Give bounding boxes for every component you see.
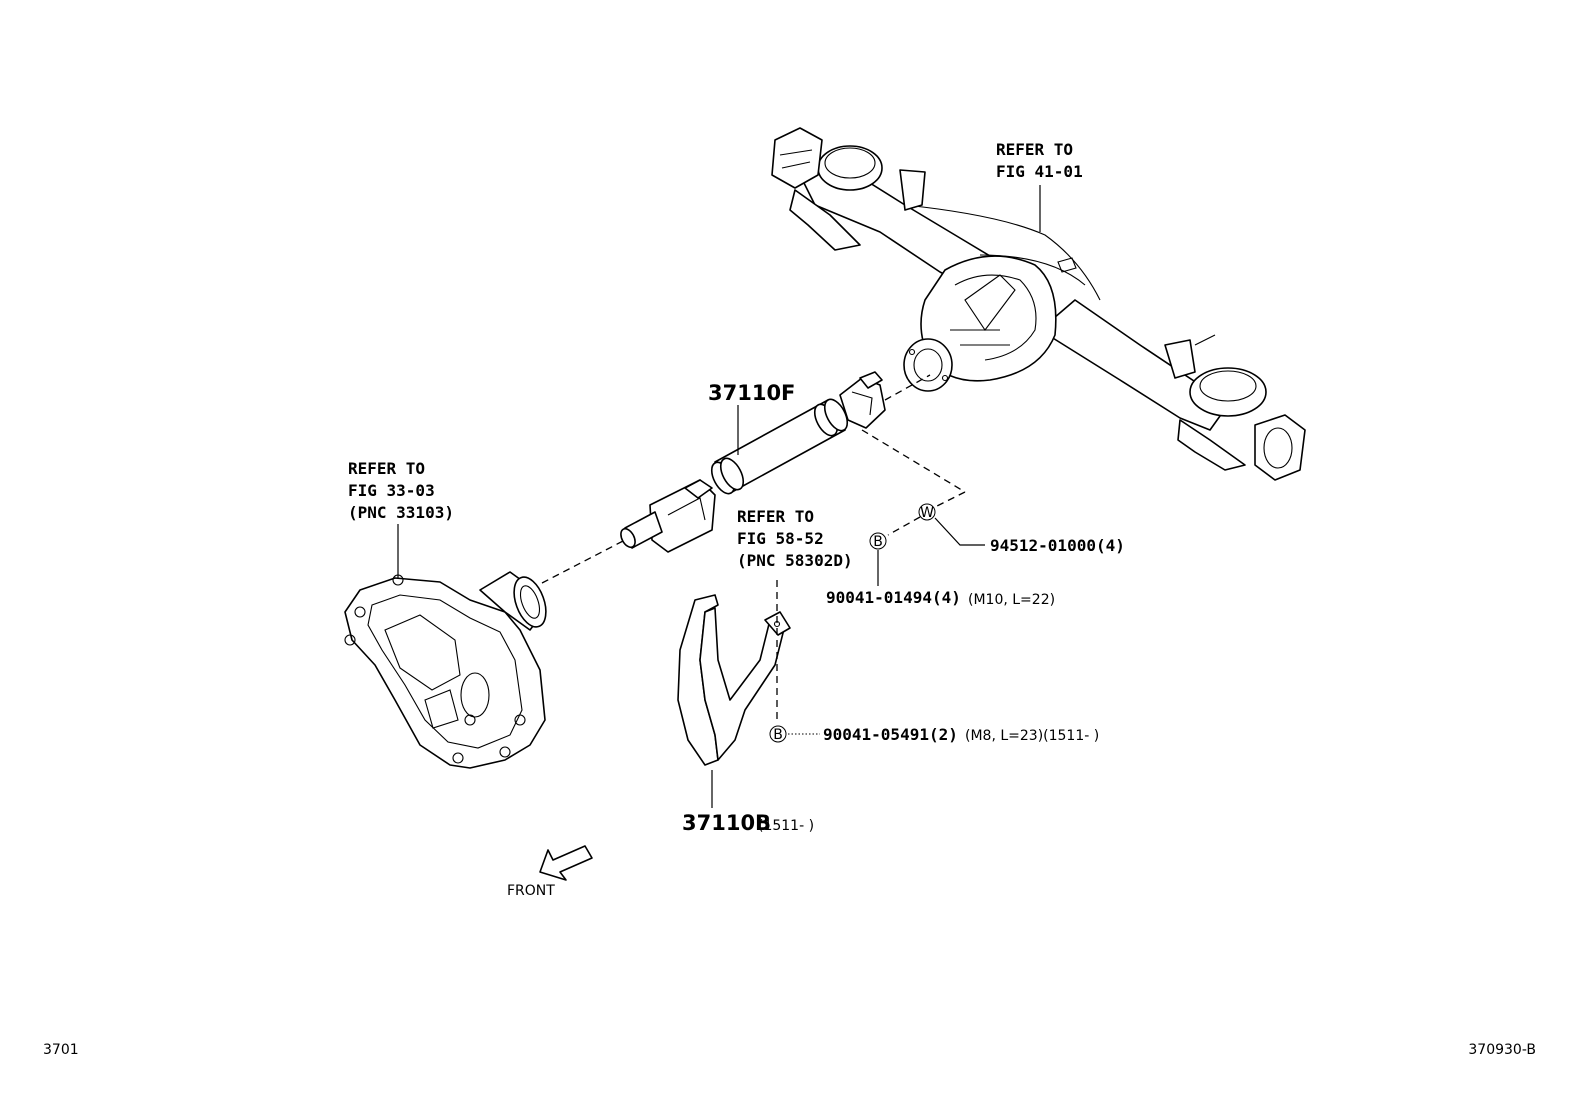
transfer-case [344, 571, 547, 769]
washer-marker: W [918, 503, 936, 521]
propeller-shaft-number: 37110F [708, 381, 795, 405]
refer-protector-line3: (PNC 58302D) [737, 551, 853, 570]
washer-marker-letter: W [920, 505, 934, 521]
bolt-lower-marker-letter: B [773, 727, 783, 743]
propeller-shaft [620, 371, 886, 553]
washer-number: 94512-01000(4) [990, 536, 1125, 555]
protector-bracket [677, 594, 791, 766]
refer-axle-line2: FIG 41-01 [996, 162, 1083, 181]
protector-note: (1511- ) [758, 818, 814, 834]
refer-transfer-line1: REFER TO [348, 459, 425, 478]
bolt-upper-marker: B [869, 532, 887, 550]
bolt-upper-marker-letter: B [873, 534, 883, 550]
bolt-upper-number: 90041-01494(4) [826, 588, 961, 607]
footer-left-code: 3701 [43, 1042, 79, 1058]
bolt-upper-spec: (M10, L=22) [968, 592, 1055, 608]
bolt-lower-number: 90041-05491(2) [823, 725, 958, 744]
refer-protector-line1: REFER TO [737, 507, 814, 526]
front-arrow-icon [539, 845, 593, 881]
assembly-lines [397, 185, 1041, 808]
rear-axle-housing [771, 127, 1306, 481]
bolt-lower-marker: B [769, 725, 787, 743]
refer-axle-line1: REFER TO [996, 140, 1073, 159]
refer-transfer-line2: FIG 33-03 [348, 481, 435, 500]
footer-right-code: 370930-B [1468, 1042, 1536, 1058]
refer-protector-line2: FIG 58-52 [737, 529, 824, 548]
front-label: FRONT [507, 883, 555, 899]
protector-number: 37110B [682, 811, 771, 835]
bolt-lower-spec: (M8, L=23)(1511- ) [965, 728, 1099, 744]
refer-transfer-line3: (PNC 33103) [348, 503, 454, 522]
